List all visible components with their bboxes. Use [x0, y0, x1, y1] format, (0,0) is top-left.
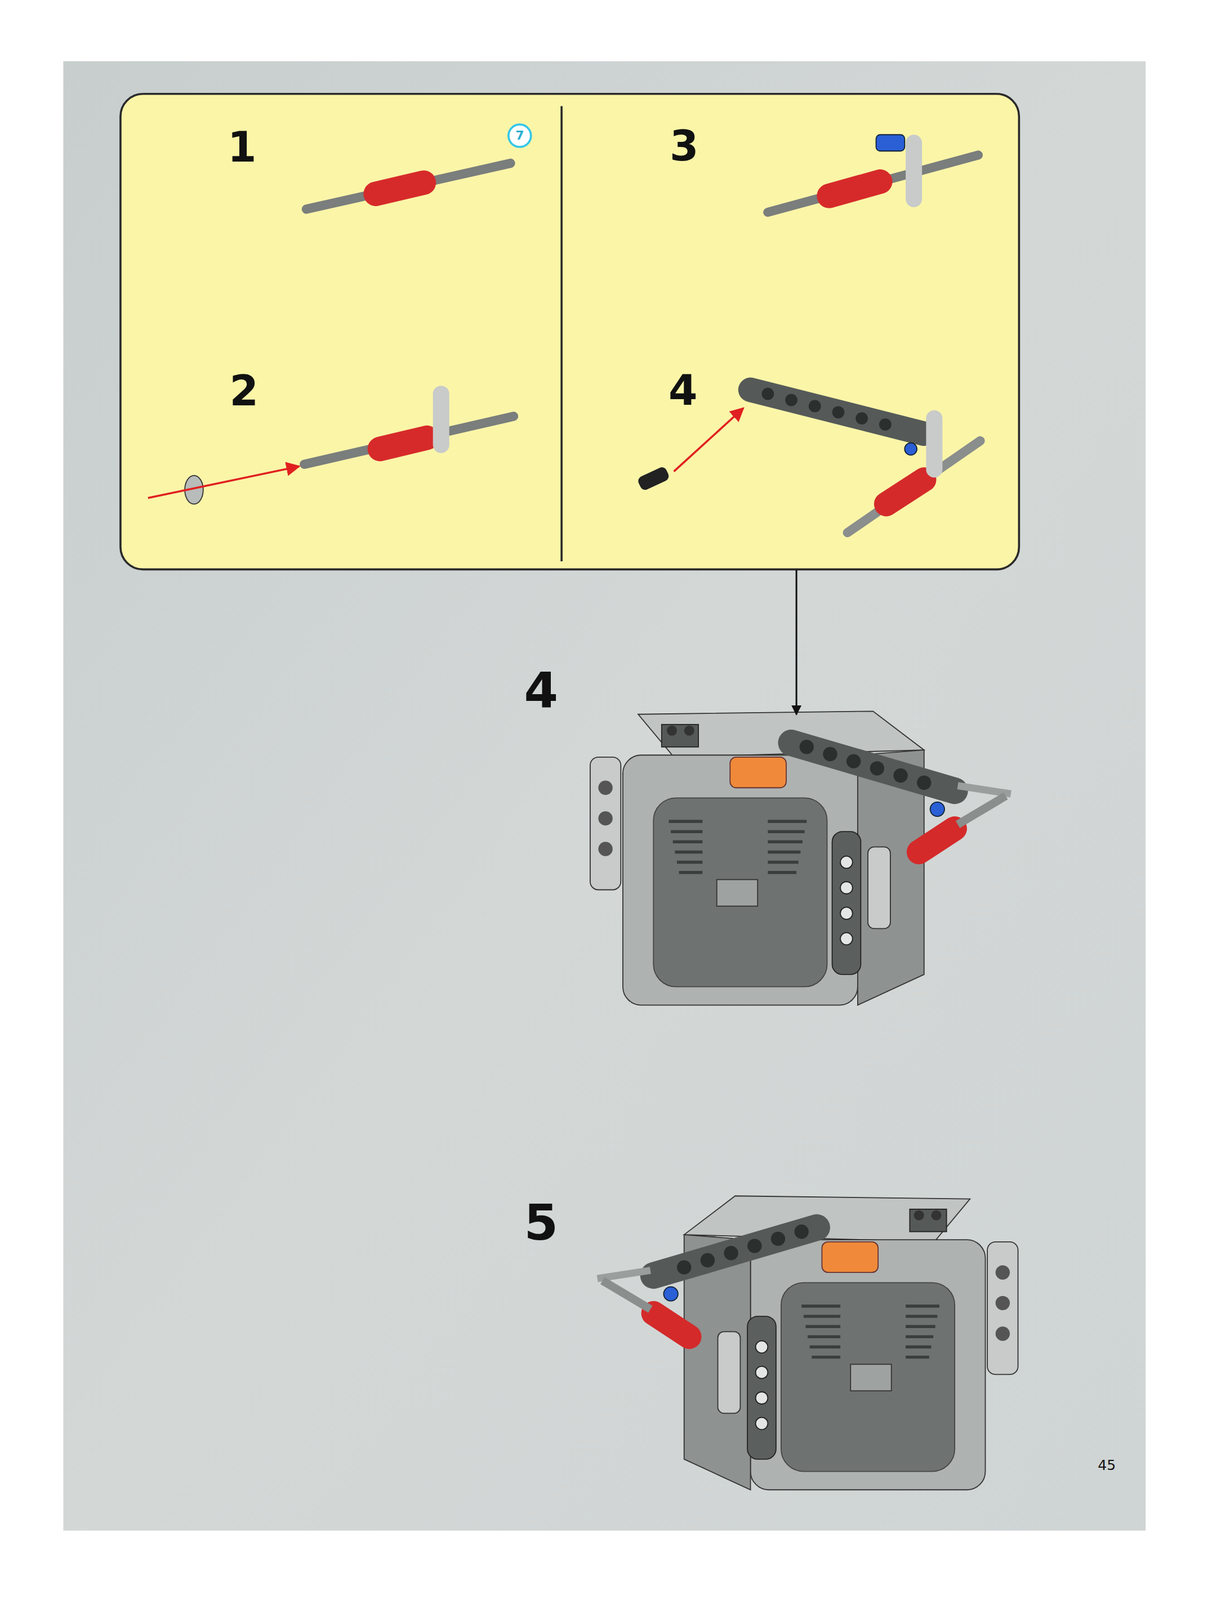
step-number: 5	[524, 1198, 559, 1248]
step-number: 1	[227, 126, 257, 168]
step-number: 3	[669, 125, 699, 167]
callout-number: 7	[515, 129, 524, 142]
step-number: 4	[524, 666, 559, 716]
page-number: 45	[1097, 1458, 1116, 1473]
step-assembly: 4	[592, 714, 1011, 1006]
step-number: 4	[668, 369, 698, 412]
substep-panel: 1 7 2 3 4	[120, 94, 1019, 570]
step-number: 2	[229, 370, 260, 412]
flow-arrow	[795, 569, 798, 715]
